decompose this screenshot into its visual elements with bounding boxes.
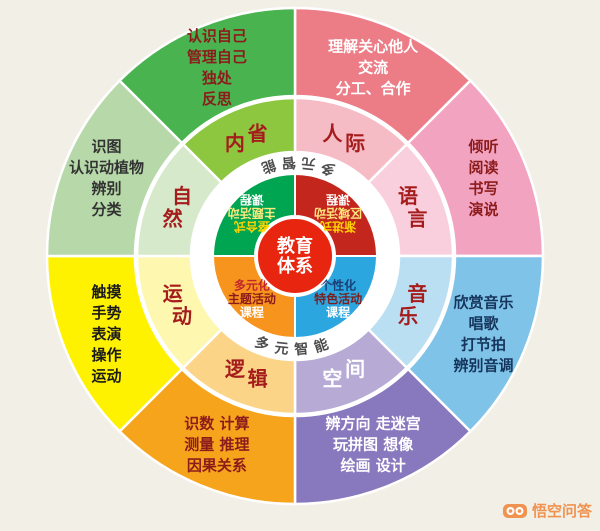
svg-text:课程: 课程 — [326, 305, 350, 320]
sector-label-自然: 自 — [172, 184, 192, 208]
sector-label-空间: 空 — [322, 366, 342, 390]
sector-details-人际: 理解关心他人交流分工、合作 — [328, 38, 419, 98]
svg-text:渐进式: 渐进式 — [320, 219, 356, 234]
mid-sector-内省 — [181, 96, 297, 185]
goggles-icon — [502, 503, 527, 519]
sector-details-内省: 认识自己管理自己独处反思 — [187, 27, 247, 108]
svg-text:个性化: 个性化 — [319, 278, 356, 293]
svg-text:课程: 课程 — [326, 192, 350, 207]
sector-label-逻辑: 逻 — [225, 357, 246, 381]
sector-label-逻辑: 辑 — [248, 366, 268, 390]
center-circle — [256, 217, 334, 295]
sector-details-音乐: 欣赏音乐唱歌打节拍辨别音调 — [453, 294, 513, 375]
sector-label-自然: 然 — [163, 207, 183, 231]
svg-text:特色活动: 特色活动 — [314, 291, 362, 306]
watermark-label: 悟空问答 — [531, 502, 592, 520]
sector-details-空间: 辨方向 走迷宫玩拼图 想像绘画 设计 — [325, 415, 420, 475]
svg-text:课程: 课程 — [240, 192, 264, 207]
sector-label-内省: 省 — [247, 122, 268, 146]
sector-label-音乐: 乐 — [398, 304, 418, 328]
sector-label-空间: 间 — [345, 357, 365, 381]
svg-text:主题活动: 主题活动 — [228, 206, 276, 221]
sector-details-逻辑: 识数 计算测量 推理因果关系 — [184, 415, 249, 475]
sector-label-语言: 言 — [407, 207, 427, 231]
sector-label-人际: 际 — [345, 131, 365, 155]
center-title: 教育体系 — [277, 235, 313, 277]
quadrant-bottom-right — [294, 255, 379, 340]
sector-label-人际: 人 — [322, 122, 343, 146]
quadrant-bottom-left — [211, 255, 296, 340]
sector-details-运动: 触摸手势表演操作运动 — [91, 283, 121, 385]
sector-label-音乐: 音 — [407, 281, 427, 305]
sector-label-语言: 语 — [398, 184, 418, 208]
sector-label-运动: 运 — [163, 281, 183, 305]
quadrant-top-left — [211, 172, 296, 257]
svg-text:多元化: 多元化 — [234, 278, 270, 293]
svg-text:区域活动: 区域活动 — [314, 206, 362, 221]
sector-details-语言: 倾听阅读书写演说 — [467, 137, 498, 218]
outer-sector-内省 — [117, 6, 297, 145]
quadrant-top-right — [294, 172, 379, 257]
watermark: 悟空问答 — [502, 500, 592, 521]
svg-text:课程: 课程 — [240, 305, 264, 320]
sector-details-自然: 识图认识动植物辨别分类 — [69, 137, 144, 218]
svg-text:整合式: 整合式 — [234, 219, 271, 234]
svg-text:主题活动: 主题活动 — [228, 291, 276, 306]
sector-label-内省: 内 — [225, 131, 245, 155]
sector-label-运动: 动 — [172, 304, 192, 328]
